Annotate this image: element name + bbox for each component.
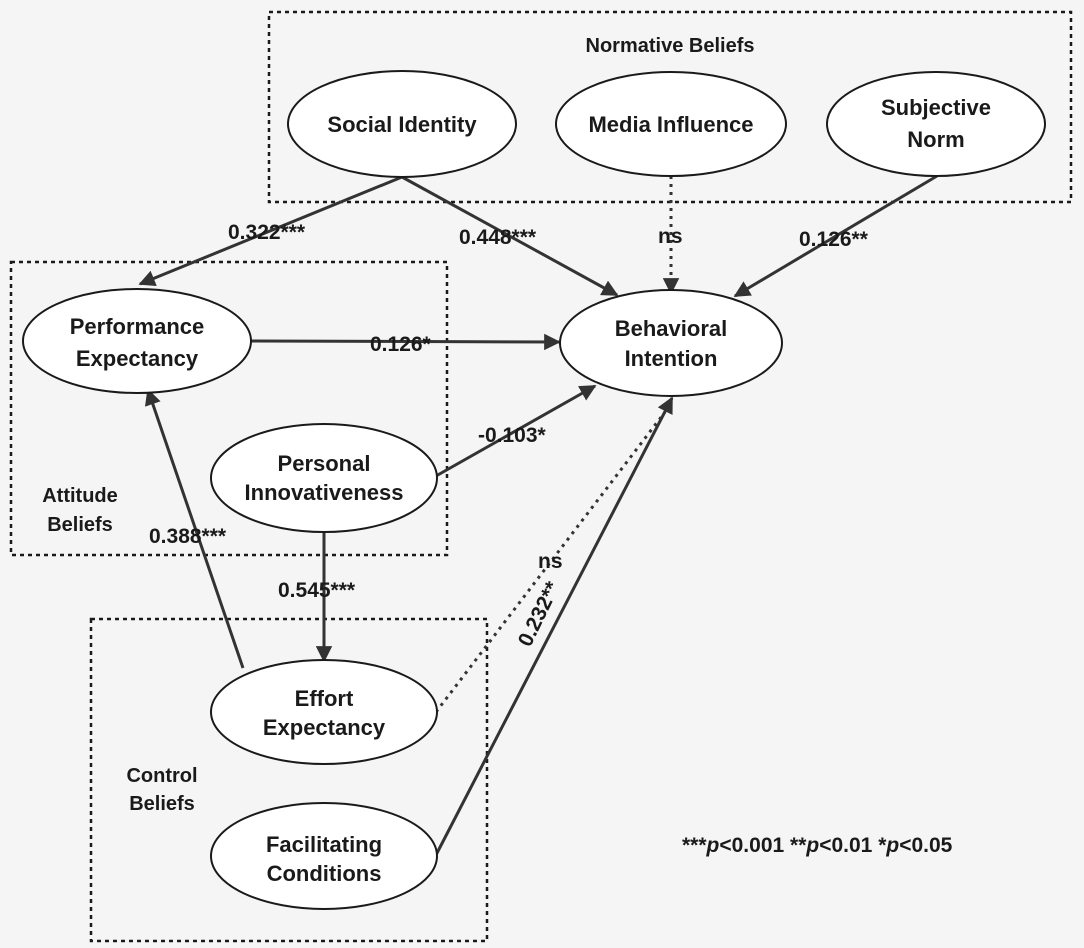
node-effort-expectancy-label-1: Effort	[295, 686, 354, 711]
node-performance-expectancy: Performance Expectancy	[22, 288, 252, 394]
edge-personal-innovativeness-to-behavioral-intention	[435, 384, 597, 478]
node-subjective-norm: Subjective Norm	[826, 71, 1046, 177]
edge-label-si-pe: 0.322***	[228, 221, 306, 244]
edge-label-pi-bi: -0.103*	[478, 424, 547, 447]
node-effort-expectancy-label-2: Expectancy	[263, 715, 386, 740]
significance-legend: ***p<0.001 **p<0.01 *p<0.05	[682, 834, 953, 857]
attitude-beliefs-box	[9, 260, 449, 557]
node-facilitating-conditions-label-2: Conditions	[267, 861, 382, 886]
edge-label-si-bi: 0.448***	[459, 226, 537, 249]
node-media-influence-label: Media Influence	[588, 112, 753, 137]
edge-social-identity-to-performance-expectancy	[138, 175, 403, 287]
edge-label-pe-bi: 0.126*	[370, 333, 432, 356]
edge-facilitating-conditions-to-behavioral-intention	[434, 396, 674, 856]
edge-performance-expectancy-to-behavioral-intention	[250, 333, 561, 351]
normative-beliefs-label: Normative Beliefs	[586, 35, 755, 57]
edge-label-pi-ee: 0.545***	[278, 579, 356, 602]
control-beliefs-label: Control	[126, 765, 197, 787]
node-subjective-norm-label-2: Norm	[907, 127, 964, 152]
node-facilitating-conditions: Facilitating Conditions	[210, 802, 438, 910]
node-performance-expectancy-label-2: Expectancy	[76, 346, 199, 371]
node-behavioral-intention: Behavioral Intention	[559, 289, 783, 397]
node-media-influence: Media Influence	[555, 71, 787, 177]
node-social-identity-label: Social Identity	[327, 112, 477, 137]
edge-social-identity-to-behavioral-intention	[401, 175, 619, 297]
edge-label-mi-bi: ns	[658, 225, 683, 248]
control-beliefs-box	[89, 617, 489, 943]
edge-label-sn-bi: 0.126**	[799, 228, 869, 251]
edge-label-fc-bi: 0.232**	[514, 577, 565, 650]
node-social-identity: Social Identity	[287, 70, 517, 178]
control-beliefs-label-2: Beliefs	[129, 793, 195, 815]
node-subjective-norm-label-1: Subjective	[881, 95, 991, 120]
node-personal-innovativeness-label-1: Personal	[278, 451, 371, 476]
node-personal-innovativeness: Personal Innovativeness	[210, 423, 438, 533]
node-personal-innovativeness-label-2: Innovativeness	[245, 480, 404, 505]
attitude-beliefs-label-2: Beliefs	[47, 514, 113, 536]
edge-label-ee-pe: 0.388***	[149, 525, 227, 548]
node-behavioral-intention-label-2: Intention	[625, 346, 718, 371]
edge-label-ee-bi: ns	[538, 550, 563, 573]
node-effort-expectancy: Effort Expectancy	[210, 659, 438, 765]
edge-effort-expectancy-to-behavioral-intention	[434, 411, 667, 713]
node-behavioral-intention-label-1: Behavioral	[615, 316, 728, 341]
edge-subjective-norm-to-behavioral-intention	[733, 174, 938, 298]
edge-effort-expectancy-to-performance-expectancy	[144, 388, 245, 669]
node-facilitating-conditions-label-1: Facilitating	[266, 832, 382, 857]
node-performance-expectancy-label-1: Performance	[70, 314, 205, 339]
attitude-beliefs-label: Attitude	[42, 485, 118, 507]
